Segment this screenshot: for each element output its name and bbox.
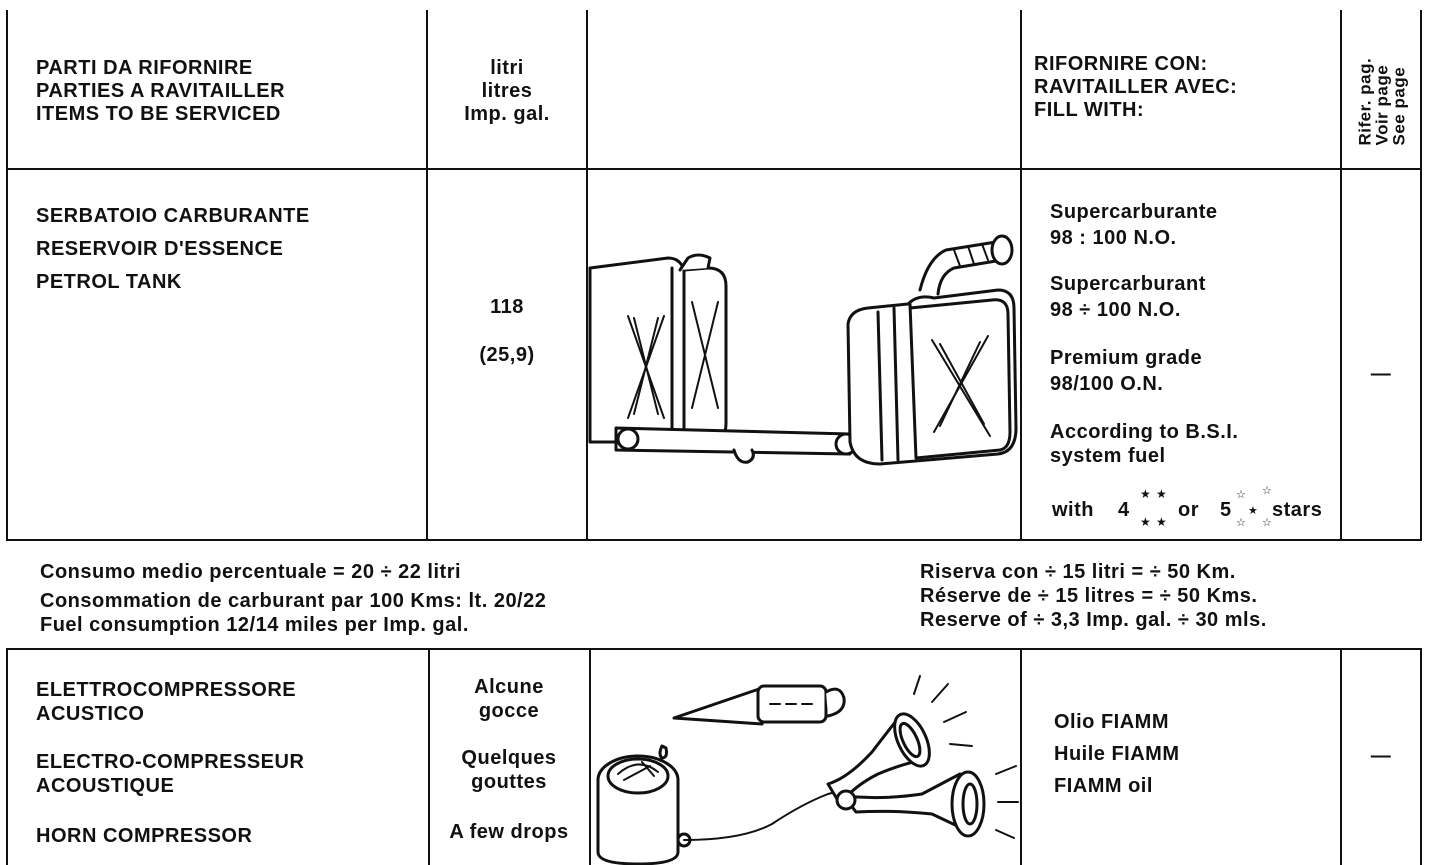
reserve-it: Riserva con ÷ 15 litri = ÷ 50 Km. [920,561,1236,583]
header-fill-it: RIFORNIRE CON: [1034,53,1208,75]
header-items-fr: PARTIES A RAVITAILLER [36,80,286,102]
consumption-en: Fuel consumption 12/14 miles per Imp. ga… [40,614,469,636]
fuel-page-ref: — [1370,363,1392,385]
horn-qty-en: A few drops [449,821,569,843]
fuel-item-it: SERBATOIO CARBURANTE [36,205,310,227]
horn-item-fr-1: ELECTRO-COMPRESSEUR [36,751,305,773]
table-right-border-bottom [1420,650,1422,865]
column-divider-2-bottom [589,650,591,865]
svg-text:★: ★ [1156,487,1167,501]
horn-item-it-1: ELETTROCOMPRESSORE [36,679,297,701]
fuel-fill-stars-5: 5 [1220,499,1232,521]
horn-item-en: HORN COMPRESSOR [36,825,253,847]
table-left-border-bottom [6,650,8,865]
horn-page-ref: — [1370,745,1392,767]
fuel-item-fr: RESERVOIR D'ESSENCE [36,238,284,260]
header-capacity-it: litri [490,57,524,79]
svg-text:★: ★ [1156,515,1167,529]
header-page-it: Rifer. pag. [1355,57,1375,146]
svg-text:★: ★ [1140,487,1151,501]
horn-item-it-2: ACUSTICO [36,703,145,725]
column-divider-4 [1340,10,1342,540]
consumption-fr: Consommation de carburant par 100 Kms: l… [40,590,547,612]
fuel-item-en: PETROL TANK [36,271,182,293]
fuel-litres: 118 [490,296,524,318]
consumption-it: Consumo medio percentuale = 20 ÷ 22 litr… [40,561,462,583]
svg-text:☆: ☆ [1262,484,1272,497]
four-star-icon: ★ ★ ★ ★ [1140,487,1167,529]
reserve-fr: Réserve de ÷ 15 litres = ÷ 50 Kms. [920,585,1258,607]
header-capacity-en: Imp. gal. [464,103,550,125]
column-divider-1 [426,10,428,540]
horn-qty-it-1: Alcune [474,676,544,698]
fuel-fill-it-name: Supercarburante [1050,201,1218,223]
table-left-border [6,10,8,170]
header-page-fr: Voir page [1372,64,1392,146]
fuel-fill-fr-name: Supercarburant [1050,273,1206,295]
consumption-divider [6,648,1422,650]
horn-fill-it: Olio FIAMM [1054,711,1169,733]
five-star-icon: ☆ ☆ ★ ☆ ☆ [1236,484,1272,529]
svg-text:☆: ☆ [1236,488,1246,501]
column-divider-1-bottom [428,650,430,865]
header-divider [6,168,1422,170]
fuel-fill-bsi-2: system fuel [1050,445,1166,467]
horn-qty-fr-2: gouttes [471,771,547,793]
column-divider-3-bottom [1020,650,1022,865]
header-fill-en: FILL WITH: [1034,99,1145,121]
table-right-border [1420,10,1422,540]
fuel-gallons: (25,9) [479,344,535,366]
fuel-fill-it-spec: 98 : 100 N.O. [1050,227,1177,249]
horn-item-fr-2: ACOUSTIQUE [36,775,175,797]
header-page-en: See page [1389,66,1409,146]
column-divider-2 [586,10,588,540]
fuel-fill-stars-or: or [1178,499,1199,521]
header-items-en: ITEMS TO BE SERVICED [36,103,281,125]
horn-qty-fr-1: Quelques [461,747,557,769]
svg-text:★: ★ [1140,515,1151,529]
fuel-fill-stars-4: 4 [1118,499,1130,521]
fuel-fill-fr-spec: 98 ÷ 100 N.O. [1050,299,1181,321]
svg-text:★: ★ [1248,504,1258,517]
horn-compressor-illustration [596,675,1019,865]
fuel-fill-bsi-1: According to B.S.I. [1050,421,1239,443]
fuel-fill-en-name: Premium grade [1050,347,1203,369]
fuel-fill-en-spec: 98/100 O.N. [1050,373,1164,395]
header-capacity-fr: litres [481,80,533,102]
header-items-it: PARTI DA RIFORNIRE [36,57,253,79]
fuel-fill-stars-with: with [1052,499,1094,521]
fuel-row-divider [6,539,1422,541]
column-divider-4-bottom [1340,650,1342,865]
horn-qty-it-2: gocce [478,700,540,722]
reserve-en: Reserve of ÷ 3,3 Imp. gal. ÷ 30 mls. [920,609,1267,631]
column-divider-3 [1020,10,1022,540]
fuel-fill-stars-word: stars [1272,499,1323,521]
petrol-tank-illustration [588,234,1018,466]
table-left-border-lower [6,170,8,540]
svg-text:☆: ☆ [1262,516,1272,529]
horn-fill-fr: Huile FIAMM [1054,743,1180,765]
header-fill-fr: RAVITAILLER AVEC: [1034,76,1238,98]
svg-text:☆: ☆ [1236,516,1246,529]
horn-fill-en: FIAMM oil [1054,775,1153,797]
